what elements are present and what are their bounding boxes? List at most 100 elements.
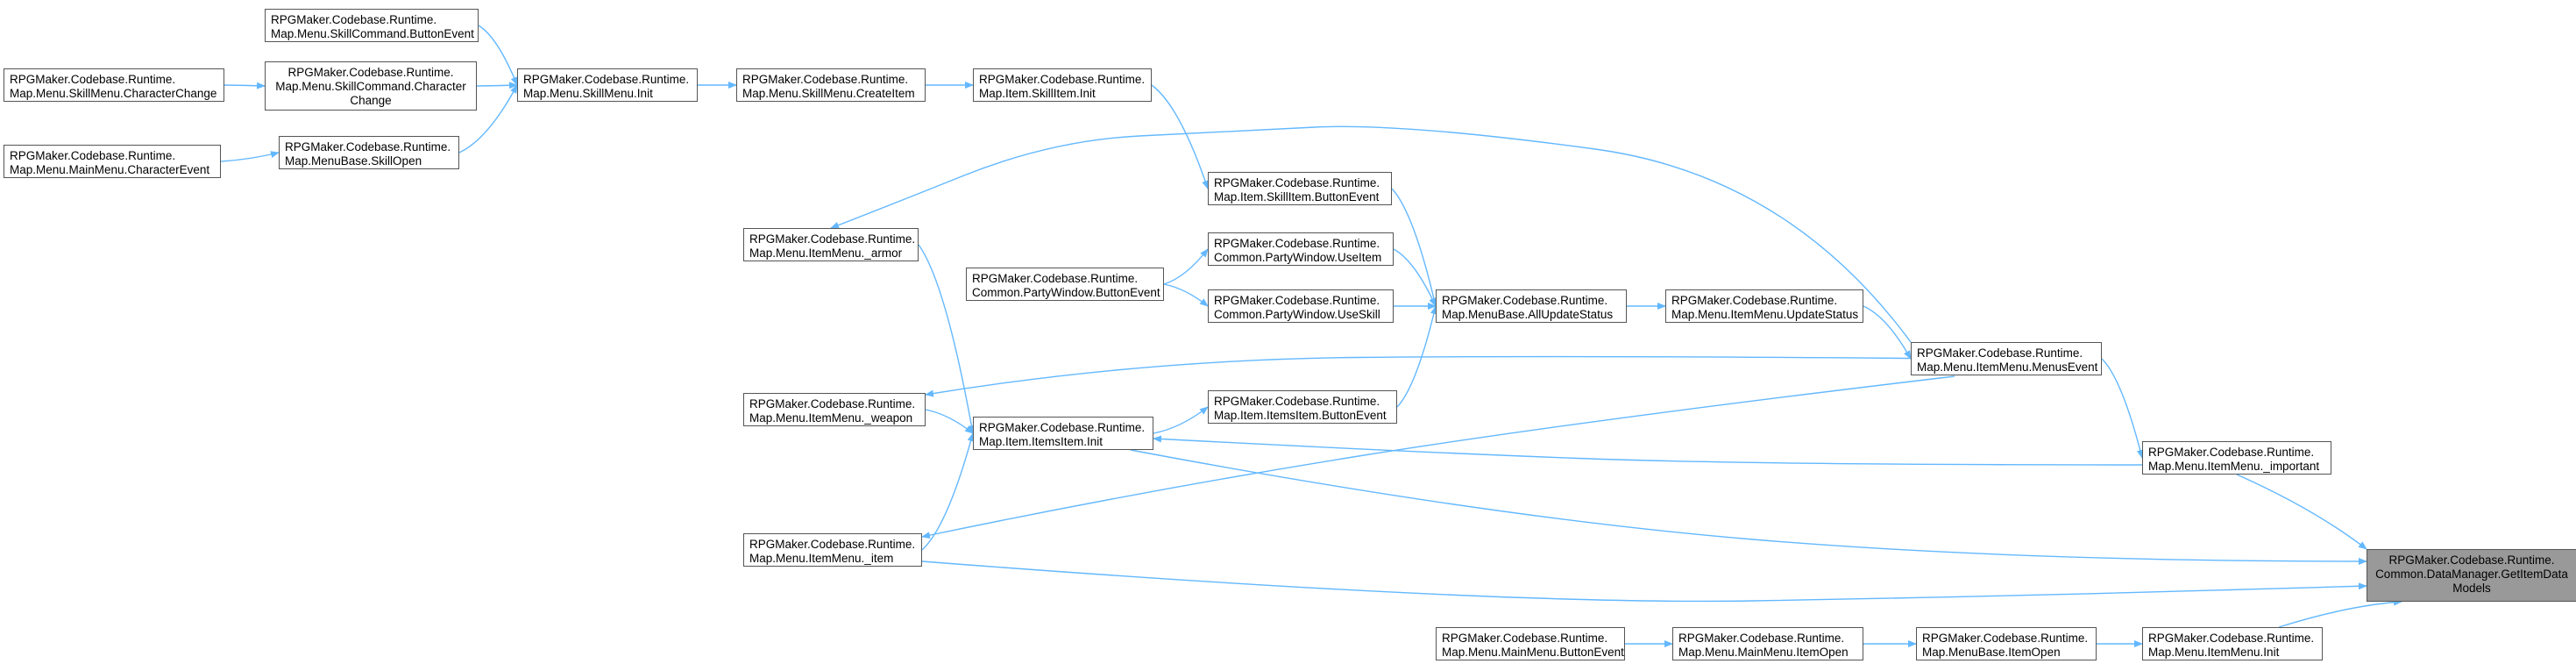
graph-node-im-me[interactable]: RPGMaker.Codebase.Runtime.Map.Menu.ItemM… (1911, 342, 2102, 375)
graph-node-label-line: Map.Menu.SkillCommand.Character (275, 80, 466, 93)
graph-node-label-line: RPGMaker.Codebase.Runtime. (972, 272, 1139, 285)
graph-node-label-line: Map.Menu.ItemMenu.MenusEvent (1917, 360, 2098, 374)
graph-node-label-line: Map.Item.ItemsItem.ButtonEvent (1214, 409, 1387, 422)
edge-mb-so-to-sm-init (458, 84, 518, 153)
graph-node-label-line: Map.Menu.ItemMenu.Init (2148, 646, 2280, 659)
graph-node-label-line: Change (350, 94, 392, 107)
graph-node-label-line: RPGMaker.Codebase.Runtime. (742, 73, 909, 86)
graph-node-si-btn[interactable]: RPGMaker.Codebase.Runtime.Map.Item.Skill… (1208, 172, 1392, 205)
graph-node-label-line: RPGMaker.Codebase.Runtime. (1678, 632, 1845, 645)
graph-node-label-line: Map.Item.SkillItem.ButtonEvent (1214, 190, 1380, 203)
graph-node-label-line: Map.Menu.MainMenu.ItemOpen (1678, 646, 1849, 659)
edge-im-me-to-im-weapon (925, 355, 1955, 397)
graph-node-label-line: RPGMaker.Codebase.Runtime. (1671, 294, 1838, 307)
graph-node-label-line: RPGMaker.Codebase.Runtime. (749, 397, 916, 410)
graph-node-label-line: Map.MenuBase.SkillOpen (285, 154, 422, 168)
graph-node-label-line: Map.Item.SkillItem.Init (979, 87, 1096, 100)
graph-node-getitem[interactable]: RPGMaker.Codebase.Runtime.Common.DataMan… (2367, 549, 2576, 602)
graph-node-mb-so[interactable]: RPGMaker.Codebase.Runtime.Map.MenuBase.S… (279, 136, 459, 169)
graph-node-pw-btn[interactable]: RPGMaker.Codebase.Runtime.Common.PartyWi… (966, 268, 1164, 301)
graph-node-label-line: RPGMaker.Codebase.Runtime. (1214, 237, 1380, 250)
graph-node-label-line: Common.PartyWindow.UseSkill (1214, 308, 1380, 321)
graph-node-pw-us[interactable]: RPGMaker.Codebase.Runtime.Common.PartyWi… (1208, 289, 1394, 323)
graph-node-label-line: RPGMaker.Codebase.Runtime. (523, 73, 690, 86)
graph-node-im-init[interactable]: RPGMaker.Codebase.Runtime.Map.Menu.ItemM… (2142, 627, 2323, 660)
graph-node-label-line: RPGMaker.Codebase.Runtime. (1442, 294, 1608, 307)
edge-im-armor-to-isi-init (918, 244, 976, 434)
edge-im-item-to-isi-init (921, 432, 975, 551)
graph-node-label-line: Map.Menu.ItemMenu._armor (749, 246, 903, 260)
edge-isi-init-to-isi-btn (1153, 406, 1209, 434)
graph-node-label-line: Models (2452, 582, 2491, 595)
edge-im-item-to-getitem (921, 560, 2367, 603)
graph-node-label-line: RPGMaker.Codebase.Runtime. (285, 140, 451, 153)
graph-node-label-line: RPGMaker.Codebase.Runtime. (1917, 346, 2083, 360)
graph-node-sm-init[interactable]: RPGMaker.Codebase.Runtime.Map.Menu.Skill… (517, 68, 698, 102)
graph-node-label-line: RPGMaker.Codebase.Runtime. (749, 538, 916, 551)
graph-node-label-line: Map.Menu.SkillCommand.ButtonEvent (271, 27, 474, 40)
edge-im-me-to-im-imp (2101, 358, 2144, 459)
edge-im-us-to-im-me (1863, 305, 1912, 360)
graph-node-im-imp[interactable]: RPGMaker.Codebase.Runtime.Map.Menu.ItemM… (2142, 441, 2331, 475)
edge-im-init-to-getitem (2278, 598, 2402, 628)
edge-sc-cc-to-sm-init (476, 82, 518, 89)
graph-node-label-line: RPGMaker.Codebase.Runtime. (2148, 446, 2315, 459)
graph-node-sm-ci[interactable]: RPGMaker.Codebase.Runtime.Map.Menu.Skill… (736, 68, 926, 102)
graph-node-isi-init[interactable]: RPGMaker.Codebase.Runtime.Map.Item.Items… (973, 417, 1153, 450)
graph-node-im-us[interactable]: RPGMaker.Codebase.Runtime.Map.Menu.ItemM… (1665, 289, 1863, 323)
graph-node-mm-io[interactable]: RPGMaker.Codebase.Runtime.Map.Menu.MainM… (1672, 627, 1863, 660)
graph-node-label-line: Map.Menu.ItemMenu._weapon (749, 411, 913, 425)
graph-node-label-line: Map.Menu.ItemMenu._important (2148, 460, 2320, 473)
graph-node-pw-ui[interactable]: RPGMaker.Codebase.Runtime.Common.PartyWi… (1208, 232, 1394, 266)
graph-node-isi-btn[interactable]: RPGMaker.Codebase.Runtime.Map.Item.Items… (1208, 390, 1397, 424)
graph-node-mb-io[interactable]: RPGMaker.Codebase.Runtime.Map.MenuBase.I… (1916, 627, 2097, 660)
graph-node-label-line: Map.Menu.ItemMenu._item (749, 552, 894, 565)
graph-node-label-line: RPGMaker.Codebase.Runtime. (287, 66, 454, 79)
graph-node-label-line: RPGMaker.Codebase.Runtime. (10, 73, 176, 86)
graph-node-sc-cc[interactable]: RPGMaker.Codebase.Runtime.Map.Menu.Skill… (265, 61, 477, 111)
graph-node-label-line: RPGMaker.Codebase.Runtime. (2388, 553, 2555, 567)
graph-node-sc-btn[interactable]: RPGMaker.Codebase.Runtime.Map.Menu.Skill… (265, 9, 479, 42)
graph-node-mm-ce[interactable]: RPGMaker.Codebase.Runtime.Map.Menu.MainM… (4, 145, 221, 178)
edge-pw-btn-to-pw-ui (1163, 248, 1209, 285)
graph-node-label-line: RPGMaker.Codebase.Runtime. (271, 13, 437, 26)
graph-node-im-armor[interactable]: RPGMaker.Codebase.Runtime.Map.Menu.ItemM… (743, 228, 919, 261)
graph-node-mm-btn[interactable]: RPGMaker.Codebase.Runtime.Map.Menu.MainM… (1436, 627, 1625, 660)
graph-node-label-line: Map.Menu.MainMenu.CharacterEvent (10, 163, 210, 176)
graph-node-label-line: Map.MenuBase.ItemOpen (1922, 646, 2061, 659)
edge-im-imp-to-getitem (2236, 474, 2367, 550)
graph-node-label-line: Map.Menu.SkillMenu.CharacterChange (10, 87, 217, 100)
edge-si-btn-to-mb-aus (1391, 188, 1437, 307)
edge-im-me-to-im-item (921, 375, 1955, 539)
graph-node-si-init[interactable]: RPGMaker.Codebase.Runtime.Map.Item.Skill… (973, 68, 1152, 102)
graph-node-label-line: RPGMaker.Codebase.Runtime. (1922, 632, 2089, 645)
edge-mm-ce-to-mb-so (220, 151, 280, 162)
graph-node-label-line: Common.DataManager.GetItemData (2375, 567, 2568, 581)
edge-sm-cc-to-sc-cc (224, 82, 266, 89)
edge-im-me-to-im-armor (830, 125, 1912, 343)
graph-node-sm-cc[interactable]: RPGMaker.Codebase.Runtime.Map.Menu.Skill… (4, 68, 224, 102)
graph-node-im-item[interactable]: RPGMaker.Codebase.Runtime.Map.Menu.ItemM… (743, 533, 922, 567)
graph-node-label-line: RPGMaker.Codebase.Runtime. (979, 421, 1146, 434)
graph-node-im-weapon[interactable]: RPGMaker.Codebase.Runtime.Map.Menu.ItemM… (743, 393, 926, 426)
graph-node-label-line: RPGMaker.Codebase.Runtime. (979, 73, 1146, 86)
graph-node-label-line: RPGMaker.Codebase.Runtime. (749, 232, 916, 246)
graph-node-label-line: RPGMaker.Codebase.Runtime. (1442, 632, 1608, 645)
edge-im-imp-to-isi-init (1153, 435, 2143, 466)
graph-node-mb-aus[interactable]: RPGMaker.Codebase.Runtime.Map.MenuBase.A… (1436, 289, 1627, 323)
graph-node-label-line: RPGMaker.Codebase.Runtime. (1214, 176, 1380, 189)
graph-node-label-line: RPGMaker.Codebase.Runtime. (1214, 395, 1380, 408)
graph-node-label-line: Map.Menu.ItemMenu.UpdateStatus (1671, 308, 1859, 321)
graph-node-label-line: Map.Menu.SkillMenu.Init (523, 87, 653, 100)
edge-pw-ui-to-mb-aus (1393, 248, 1437, 307)
graph-node-label-line: RPGMaker.Codebase.Runtime. (2148, 632, 2315, 645)
edge-isi-init-to-getitem (1130, 449, 2367, 565)
graph-node-label-line: Common.PartyWindow.ButtonEvent (972, 286, 1160, 299)
graph-node-label-line: RPGMaker.Codebase.Runtime. (1214, 294, 1380, 307)
edge-si-init-to-si-btn (1151, 84, 1209, 189)
graph-node-label-line: Map.Menu.SkillMenu.CreateItem (742, 87, 915, 100)
graph-node-label-line: Common.PartyWindow.UseItem (1214, 251, 1382, 264)
edge-im-weapon-to-isi-init (925, 409, 974, 434)
graph-node-label-line: Map.MenuBase.AllUpdateStatus (1442, 308, 1614, 321)
